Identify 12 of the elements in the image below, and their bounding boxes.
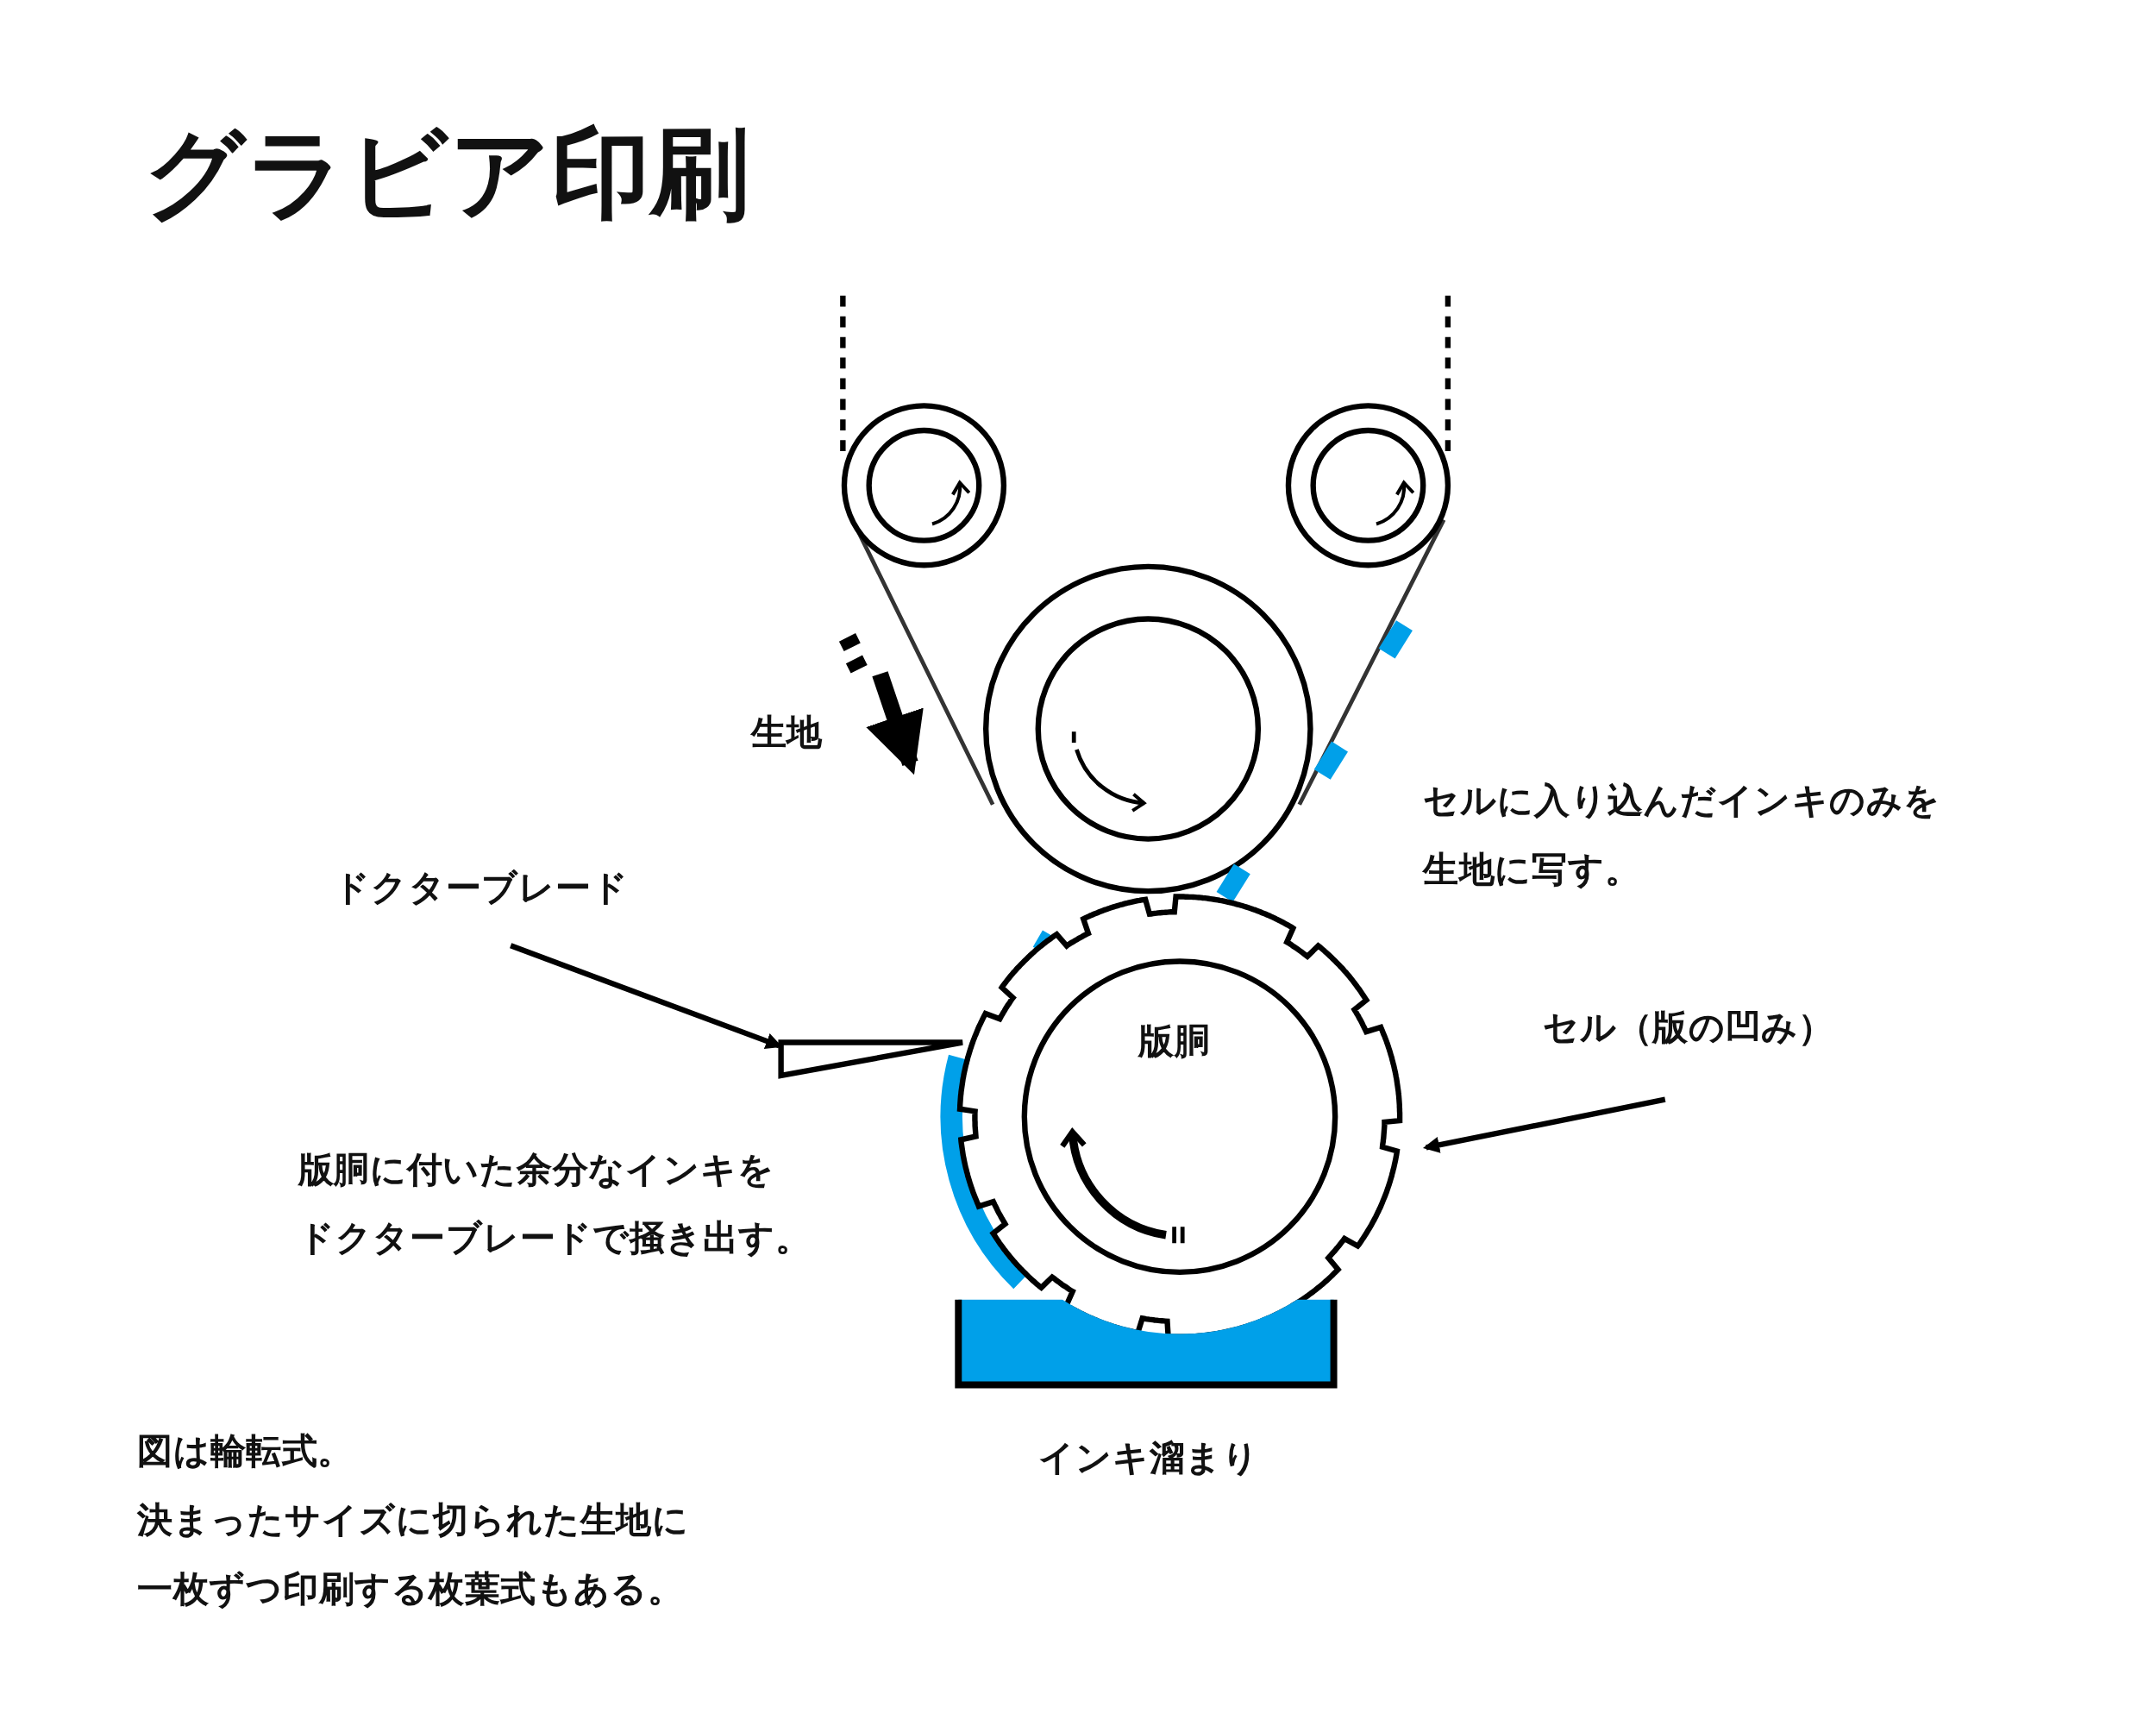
note-text: セルに入り込んだインキのみを生地に写す。: [1423, 779, 1940, 892]
note-text: 図は輪転式。: [137, 1429, 354, 1473]
plate-cylinder: [959, 896, 1401, 1337]
title: グラビア印刷: [144, 114, 749, 233]
cylinder-label: 版胴: [1138, 1020, 1211, 1064]
doctor-blade: [778, 1039, 966, 1079]
note-text: 決まったサイズに切られた生地に一枚ずつ印刷する枚葉式もある。: [137, 1497, 689, 1611]
part-label: ドクターブレード: [334, 865, 629, 910]
tray-label: インキ溜まり: [1037, 1436, 1260, 1480]
note-text: 生地: [750, 710, 823, 755]
part-label: セル（版の凹み）: [1542, 1006, 1834, 1050]
note-text: 版胴に付いた余分なインキをドクターブレードで掻き出す。: [298, 1147, 812, 1260]
